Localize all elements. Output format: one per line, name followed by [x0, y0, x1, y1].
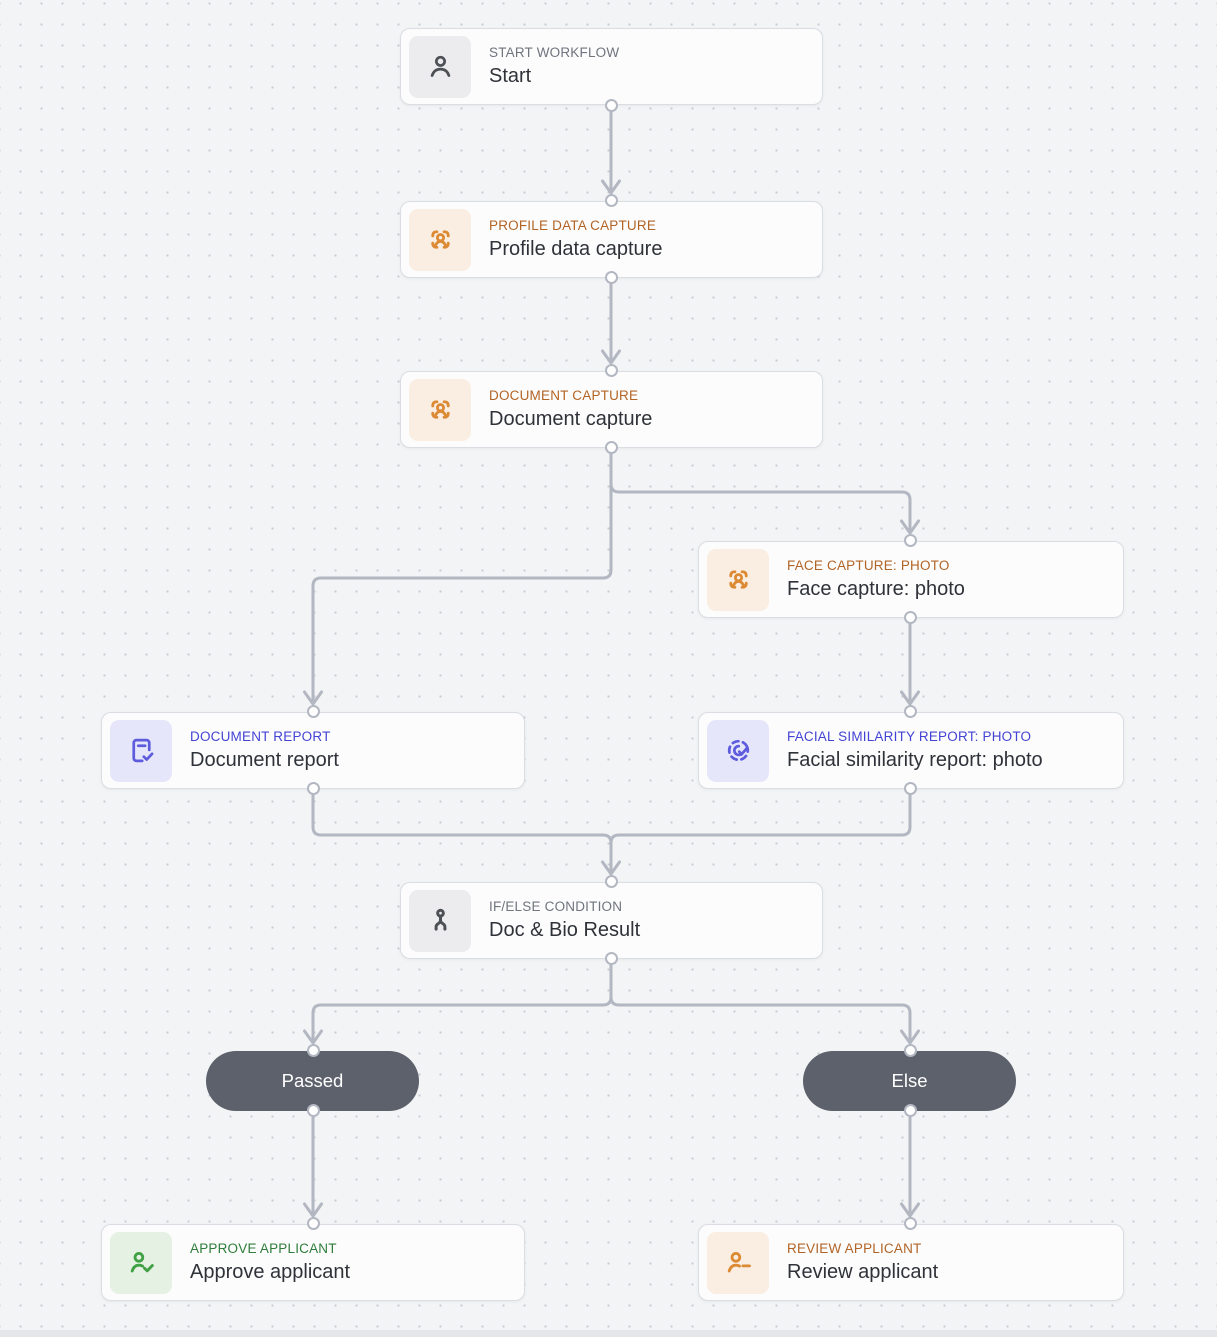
port-face-capture-in[interactable] — [904, 534, 917, 547]
node-type-label: START WORKFLOW — [489, 45, 620, 60]
workflow-node-start[interactable]: START WORKFLOW Start — [400, 28, 823, 105]
node-title: Doc & Bio Result — [489, 919, 641, 941]
connector-ifelse-passed — [303, 957, 613, 1045]
connector-ifelse-else — [609, 957, 920, 1045]
canvas-bottom-edge — [0, 1330, 1217, 1337]
port-review-in[interactable] — [904, 1217, 917, 1230]
branch-pill-else[interactable]: Else — [803, 1051, 1016, 1111]
connector-document-facecapture — [609, 446, 920, 535]
port-document-report-in[interactable] — [307, 705, 320, 718]
face-match-check-icon — [707, 719, 769, 782]
branch-pill-passed[interactable]: Passed — [206, 1051, 419, 1111]
node-type-label: DOCUMENT REPORT — [190, 729, 331, 744]
port-start-out[interactable] — [605, 99, 618, 112]
port-facial-report-out[interactable] — [904, 782, 917, 795]
user-check-icon — [110, 1231, 172, 1294]
node-title: Facial similarity report: photo — [787, 749, 1043, 771]
port-document-capture-in[interactable] — [605, 364, 618, 377]
port-profile-in[interactable] — [605, 194, 618, 207]
connector-profile-document — [601, 276, 621, 365]
document-check-icon — [110, 719, 172, 782]
port-document-capture-out[interactable] — [605, 441, 618, 454]
workflow-node-facial-similarity-report[interactable]: FACIAL SIMILARITY REPORT: PHOTO Facial s… — [698, 712, 1124, 789]
branch-label: Else — [891, 1070, 928, 1091]
person-capture-icon — [409, 208, 471, 271]
node-type-label: FACE CAPTURE: PHOTO — [787, 558, 950, 573]
workflow-node-document-capture[interactable]: DOCUMENT CAPTURE Document capture — [400, 371, 823, 448]
node-title: Start — [489, 65, 532, 87]
workflow-node-approve-applicant[interactable]: APPROVE APPLICANT Approve applicant — [101, 1224, 525, 1301]
node-type-label: FACIAL SIMILARITY REPORT: PHOTO — [787, 729, 1032, 744]
port-profile-out[interactable] — [605, 271, 618, 284]
branch-icon — [409, 889, 471, 952]
port-if-else-out[interactable] — [605, 952, 618, 965]
workflow-node-review-applicant[interactable]: REVIEW APPLICANT Review applicant — [698, 1224, 1124, 1301]
node-title: Review applicant — [787, 1261, 939, 1283]
workflow-node-if-else-condition[interactable]: IF/ELSE CONDITION Doc & Bio Result — [400, 882, 823, 959]
port-else-out[interactable] — [904, 1104, 917, 1117]
port-passed-out[interactable] — [307, 1104, 320, 1117]
connector-start-profile — [601, 104, 621, 195]
workflow-node-profile-data-capture[interactable]: PROFILE DATA CAPTURE Profile data captur… — [400, 201, 823, 278]
port-document-report-out[interactable] — [307, 782, 320, 795]
person-capture-icon — [409, 378, 471, 441]
connector-facialreport-ifelse — [601, 787, 912, 876]
connector-else-review — [900, 1109, 920, 1218]
node-title: Document capture — [489, 408, 653, 430]
port-passed-in[interactable] — [307, 1044, 320, 1057]
workflow-node-face-capture-photo[interactable]: FACE CAPTURE: PHOTO Face capture: photo — [698, 541, 1124, 618]
port-facial-report-in[interactable] — [904, 705, 917, 718]
connector-docreport-ifelse — [311, 787, 613, 874]
port-else-in[interactable] — [904, 1044, 917, 1057]
branch-label: Passed — [281, 1070, 344, 1091]
node-title: Document report — [190, 749, 339, 771]
port-face-capture-out[interactable] — [904, 611, 917, 624]
node-type-label: IF/ELSE CONDITION — [489, 899, 623, 914]
node-type-label: DOCUMENT CAPTURE — [489, 388, 639, 403]
connector-passed-approve — [303, 1109, 323, 1218]
node-title: Profile data capture — [489, 238, 663, 260]
user-minus-icon — [707, 1231, 769, 1294]
node-type-label: PROFILE DATA CAPTURE — [489, 218, 657, 233]
person-capture-icon — [707, 548, 769, 611]
connector-facecapture-facialreport — [900, 616, 920, 706]
node-type-label: REVIEW APPLICANT — [787, 1241, 922, 1256]
workflow-node-document-report[interactable]: DOCUMENT REPORT Document report — [101, 712, 525, 789]
node-type-label: APPROVE APPLICANT — [190, 1241, 337, 1256]
node-title: Face capture: photo — [787, 578, 965, 600]
port-if-else-in[interactable] — [605, 875, 618, 888]
node-title: Approve applicant — [190, 1261, 351, 1283]
port-approve-in[interactable] — [307, 1217, 320, 1230]
connector-document-docreport — [303, 446, 613, 706]
user-icon — [409, 35, 471, 98]
